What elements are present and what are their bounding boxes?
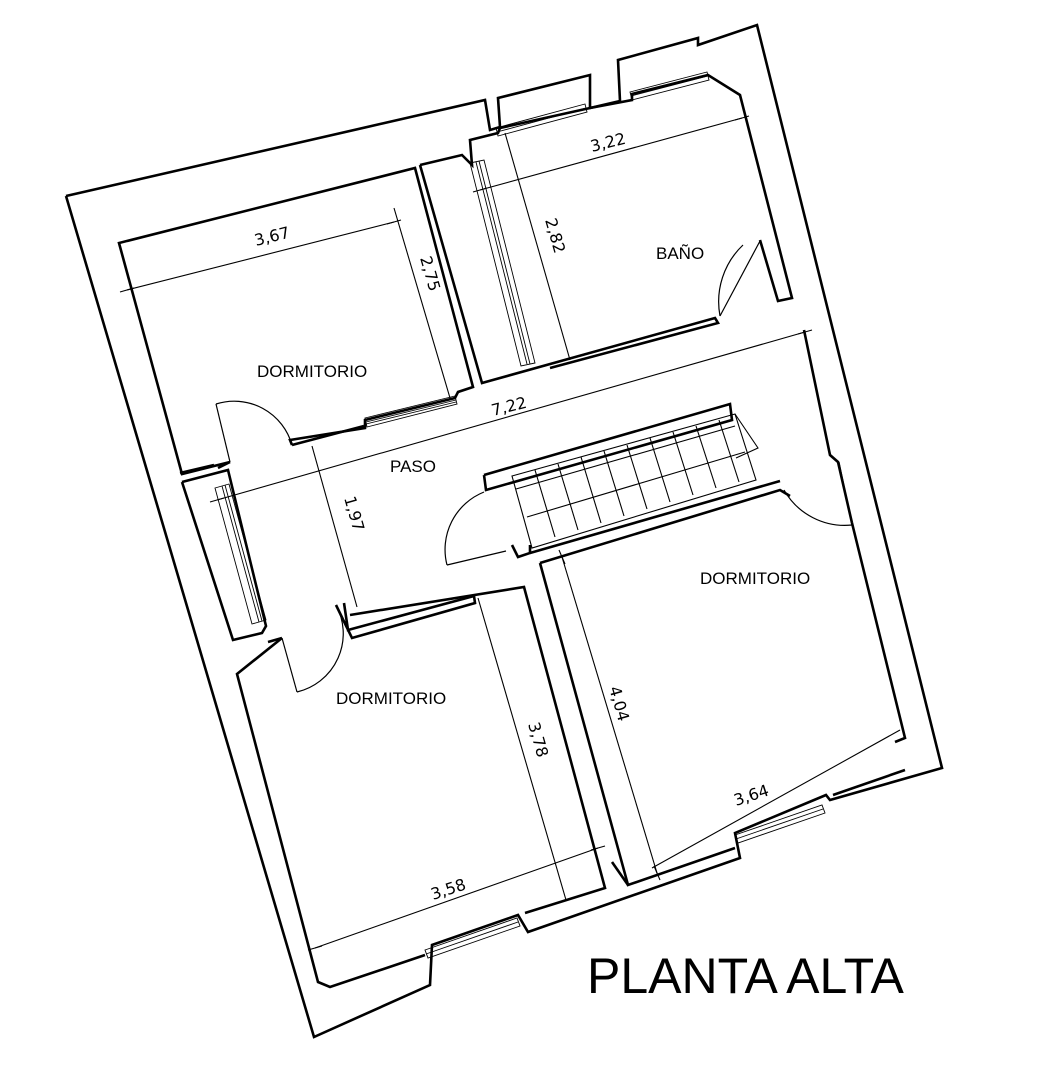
stair bbox=[511, 413, 759, 549]
door-stair bbox=[444, 491, 507, 566]
window-bedroom-3-south bbox=[424, 917, 521, 959]
bedroom-3-walls bbox=[235, 585, 607, 989]
room-label-hallway: PASO bbox=[390, 457, 436, 476]
room-label-bedroom-1: DORMITORIO bbox=[257, 362, 367, 381]
dim-bedroom-2-depth: 4,04 bbox=[605, 684, 633, 723]
window-bathroom-west bbox=[469, 159, 536, 367]
plan-title: PLANTA ALTA bbox=[587, 948, 904, 1004]
bedroom-2-walls bbox=[538, 488, 907, 887]
dim-bedroom-1-width: 3,67 bbox=[252, 223, 291, 250]
dim-hallway-length: 7,22 bbox=[489, 393, 528, 420]
window-bathroom-north-2 bbox=[629, 71, 710, 101]
dim-bathroom-width: 3,22 bbox=[588, 129, 627, 156]
door-bedroom-1 bbox=[215, 400, 293, 463]
bathroom-walls bbox=[418, 73, 794, 385]
room-label-bedroom-2: DORMITORIO bbox=[700, 569, 810, 588]
room-label-bathroom: BAÑO bbox=[656, 244, 704, 263]
dim-bedroom-3-depth: 3,78 bbox=[524, 720, 552, 759]
window-hallway-west bbox=[214, 483, 267, 625]
dim-bedroom-3-width: 3,58 bbox=[428, 875, 468, 904]
door-bathroom bbox=[718, 240, 761, 317]
hallway-walls bbox=[180, 329, 854, 642]
window-bedroom-2-south bbox=[734, 804, 826, 844]
bedroom-1-walls bbox=[117, 166, 475, 476]
dim-bathroom-depth: 2,82 bbox=[541, 216, 569, 255]
outer-wall bbox=[64, 23, 944, 1039]
door-bedroom-3 bbox=[281, 604, 344, 693]
room-label-bedroom-3: DORMITORIO bbox=[336, 689, 446, 708]
dimension-lines bbox=[119, 115, 901, 951]
window-bedroom-1-south bbox=[364, 395, 458, 428]
dim-hallway-width: 1,97 bbox=[340, 494, 368, 533]
window-bathroom-north-1 bbox=[495, 103, 588, 137]
door-bedroom-2 bbox=[783, 461, 853, 526]
